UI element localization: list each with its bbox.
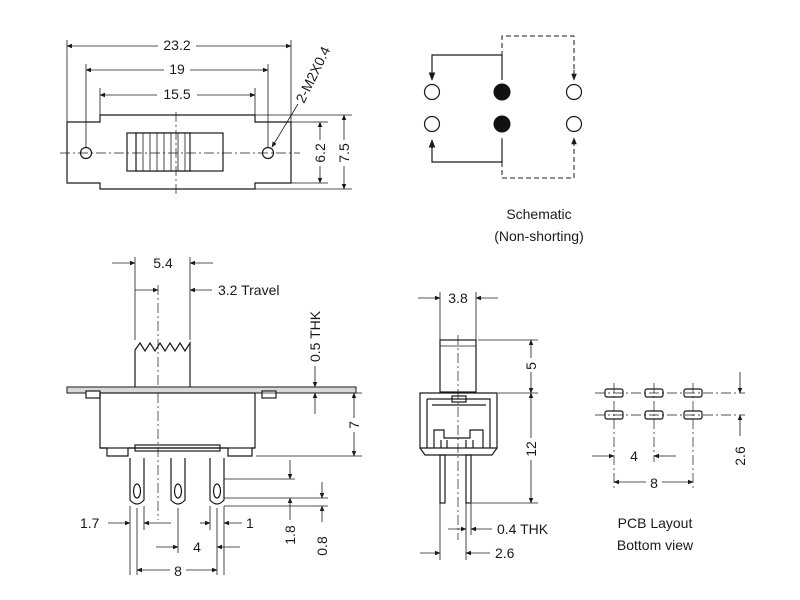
dim-body-width: 15.5 [163, 86, 190, 102]
terminal-common-a [493, 83, 511, 101]
side-pins [129, 458, 225, 505]
dim-flange-thk: 0.5 THK [307, 310, 323, 362]
dim-end-width: 3.8 [448, 290, 468, 306]
terminal-1b [423, 115, 441, 133]
dim-body-height: 6.2 [312, 143, 328, 163]
terminal-2b [565, 115, 583, 133]
top-view: 23.2 19 15.5 2-M2X0.4 6.2 7.5 [60, 36, 352, 195]
dim-pin-tip: 0.8 [314, 536, 330, 556]
dim-pin-len: 1.8 [282, 525, 298, 545]
dim-actuator-width: 5.4 [153, 255, 173, 271]
dim-hole-spacing: 19 [169, 61, 185, 77]
schematic-subtitle: (Non-shorting) [494, 228, 583, 244]
dim-flange-height: 7.5 [336, 143, 352, 163]
dim-end-pin-span: 2.6 [495, 545, 515, 561]
dim-body-h: 7 [346, 421, 362, 429]
dim-pin-edge: 1.7 [80, 515, 100, 531]
pcb-subtitle: Bottom view [617, 537, 694, 553]
terminal-common-b [493, 115, 511, 133]
dim-travel: 3.2 Travel [218, 282, 279, 298]
dim-pcb-span: 8 [650, 475, 658, 491]
dim-end-height: 12 [523, 441, 539, 457]
pcb-layout: 2.6 4 8 PCB Layout Bottom view [592, 372, 748, 553]
knob-ribs [142, 133, 186, 171]
dim-end-thk: 0.4 THK [497, 521, 549, 537]
dim-side-span: 8 [174, 563, 182, 579]
pcb-title: PCB Layout [618, 515, 693, 531]
schematic-title: Schematic [506, 206, 571, 222]
side-view: 5.4 3.2 Travel 0.5 THK 7 1.8 0.8 1.7 [66, 255, 362, 579]
dim-pcb-row: 2.6 [732, 446, 748, 466]
dim-pcb-pitch: 4 [630, 448, 638, 464]
dim-overall-width: 23.2 [163, 37, 190, 53]
dim-pin-width: 1 [246, 515, 254, 531]
terminal-1a [423, 83, 441, 101]
dim-side-pitch: 4 [193, 539, 201, 555]
terminal-2a [565, 83, 583, 101]
dim-end-actuator-h: 5 [523, 362, 539, 370]
end-view: 3.8 5 12 0.4 THK 2.6 [418, 290, 549, 561]
schematic: Schematic (Non-shorting) [423, 35, 584, 244]
dim-screw-spec: 2-M2X0.4 [292, 44, 333, 106]
